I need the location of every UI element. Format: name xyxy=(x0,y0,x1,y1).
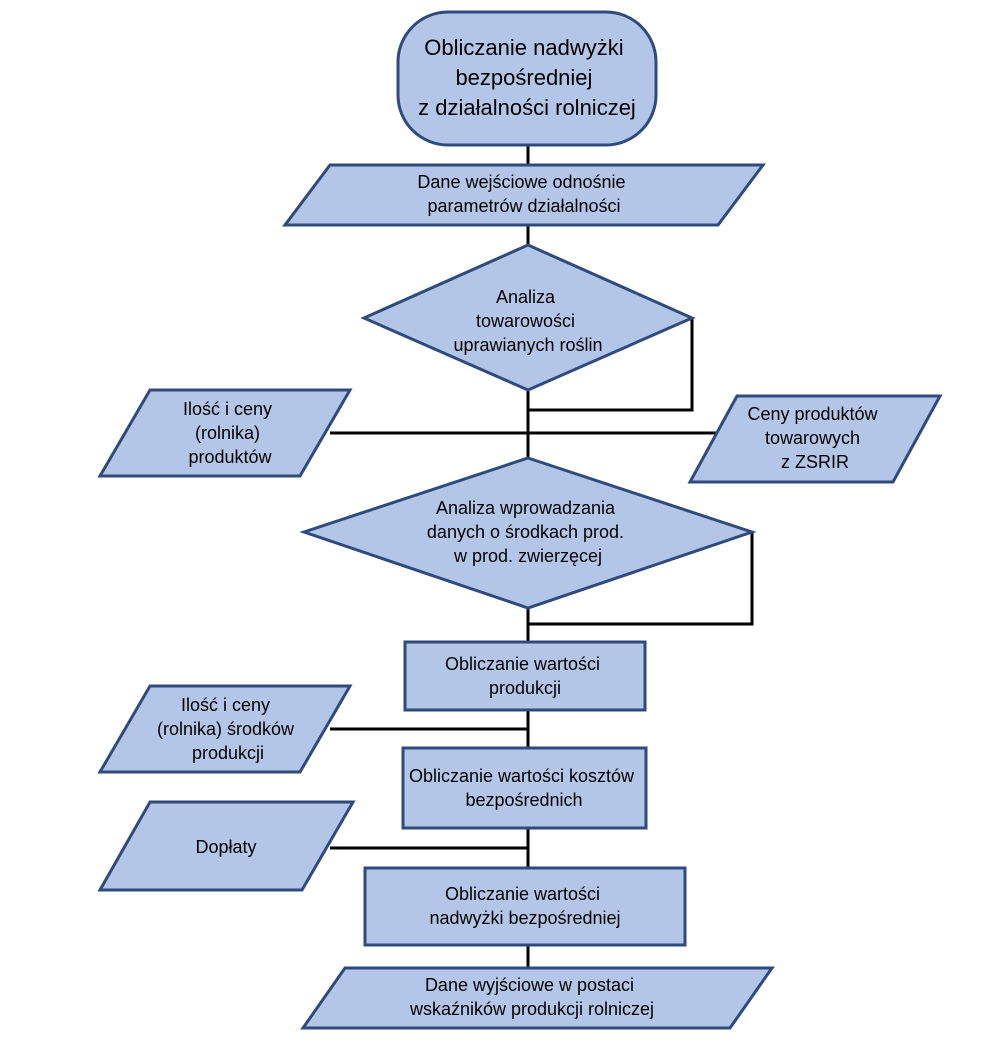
svg-text:Obliczanie nadwyżki bezp: Obliczanie nadwyżki bezpośredniej z dzia… xyxy=(418,35,636,120)
process-production-line-2: produkcji xyxy=(489,678,561,698)
input-parameters-line-2: parametrów działalności xyxy=(427,196,620,216)
svg-text:Obliczanie wartości prod: Obliczanie wartości produkcji xyxy=(445,654,605,698)
input-products-line-3: produktów xyxy=(188,447,272,467)
connectors xyxy=(330,145,754,968)
svg-text:Dane wejściowe odnośnie: Dane wejściowe odnośnie parametrów dział… xyxy=(417,172,630,216)
input-parameters-line-1: Dane wejściowe odnośnie xyxy=(417,172,625,192)
svg-text:Dane wyjściowe w postaci: Dane wyjściowe w postaci wskaźników prod… xyxy=(409,975,654,1019)
input-means-line-1: Ilość i ceny xyxy=(181,695,270,715)
decision-crops-line-1: Analiza xyxy=(496,287,556,307)
input-products-line-2: (rolnika) xyxy=(195,423,260,443)
process-surplus-line-1: Obliczanie wartości xyxy=(445,884,600,904)
output-line-1: Dane wyjściowe w postaci xyxy=(425,975,634,995)
input-means-line-3: produkcji xyxy=(192,743,264,763)
decision-crops-line-3: uprawianych roślin xyxy=(453,335,602,355)
connector-decision2-loop xyxy=(528,532,754,626)
svg-text:Obliczanie wartości kosztów: Obliczanie wartości kosztów bezpośrednic… xyxy=(409,766,639,810)
process-direct-costs: Obliczanie wartości kosztów bezpośrednic… xyxy=(401,746,648,830)
start-line-3: z działalności rolniczej xyxy=(418,95,636,120)
input-farmer-means: Ilość i ceny (rolnika) środków produkcji xyxy=(97,684,353,774)
process-costs-line-2: bezpośrednich xyxy=(465,790,582,810)
decision-livestock-analysis: Analiza wprowadzania danych o środkach p… xyxy=(299,456,757,610)
svg-text:Analiza towarowości: Analiza towarowości uprawianych roślin xyxy=(453,287,602,355)
decision-crop-analysis: Analiza towarowości uprawianych roślin xyxy=(360,243,696,392)
process-costs-line-1: Obliczanie wartości kosztów xyxy=(409,766,635,786)
input-zsrir-line-1: Ceny produktów xyxy=(747,404,878,424)
input-farmer-products: Ilość i ceny (rolnika) produktów xyxy=(97,388,353,478)
input-means-line-2: (rolnika) środków xyxy=(157,719,295,739)
input-subsidies: Dopłaty xyxy=(97,800,356,892)
start-terminator: Obliczanie nadwyżki bezpośredniej z dzia… xyxy=(396,10,658,147)
process-production-line-1: Obliczanie wartości xyxy=(445,654,600,674)
connector-decision1-loop xyxy=(528,318,694,412)
input-products-line-1: Ilość i ceny xyxy=(183,399,272,419)
decision-crops-line-2: towarowości xyxy=(476,311,575,331)
output-line-2: wskaźników produkcji rolniczej xyxy=(409,999,654,1019)
process-production-value: Obliczanie wartości produkcji xyxy=(403,640,647,712)
svg-text:Dopłaty: Dopłaty xyxy=(195,837,256,857)
input-parameters: Dane wejściowe odnośnie parametrów dział… xyxy=(282,163,766,227)
input-subsidies-label: Dopłaty xyxy=(195,837,256,857)
input-zsrir-prices: Ceny produktów towarowych z ZSRIR xyxy=(687,394,943,484)
decision-livestock-line-3: w prod. zwierzęcej xyxy=(453,546,602,566)
svg-text:Ilość i ceny (rolnika) ś: Ilość i ceny (rolnika) środków produkcji xyxy=(157,695,299,763)
input-zsrir-line-2: towarowych xyxy=(765,428,860,448)
start-line-2: bezpośredniej xyxy=(455,65,592,90)
input-zsrir-line-3: z ZSRIR xyxy=(781,452,849,472)
decision-livestock-line-2: danych o środkach prod. xyxy=(427,522,624,542)
start-line-1: Obliczanie nadwyżki xyxy=(424,35,623,60)
svg-text:Ilość i ceny (rolnika): Ilość i ceny (rolnika) produktów xyxy=(183,399,277,467)
decision-livestock-line-1: Analiza wprowadzania xyxy=(436,498,616,518)
process-surplus-line-2: nadwyżki bezpośredniej xyxy=(429,908,620,928)
svg-text:Ceny produktów towarowyc: Ceny produktów towarowych z ZSRIR xyxy=(747,404,882,472)
process-direct-surplus: Obliczanie wartości nadwyżki bezpośredni… xyxy=(363,866,687,947)
svg-text:Obliczanie wartości nadw: Obliczanie wartości nadwyżki bezpośredni… xyxy=(429,884,620,928)
svg-text:Analiza wprowadzania dan: Analiza wprowadzania danych o środkach p… xyxy=(427,498,629,566)
output-indicators: Dane wyjściowe w postaci wskaźników prod… xyxy=(300,966,775,1030)
